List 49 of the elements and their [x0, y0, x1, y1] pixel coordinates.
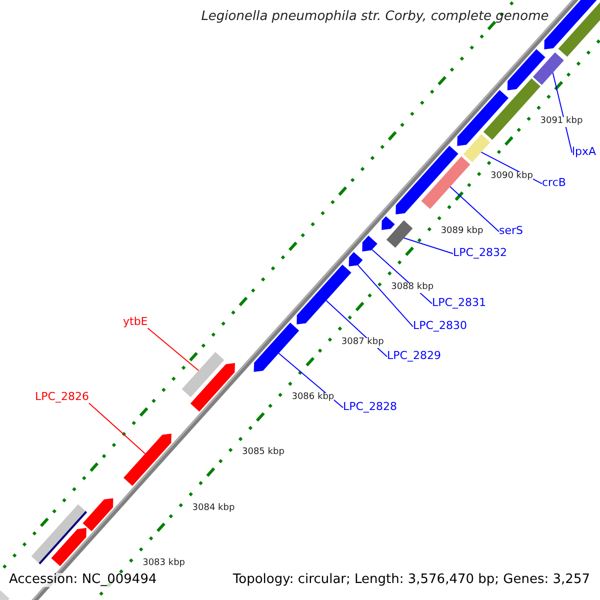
- gene-bar: [421, 156, 470, 209]
- gene-label: LPC_2829: [387, 350, 441, 362]
- genome-info-text: Topology: circular; Length: 3,576,470 bp; Genes: 3,257: [232, 573, 590, 588]
- leader-line: [278, 352, 344, 408]
- leader-line: [450, 186, 500, 232]
- leader-line: [147, 328, 200, 372]
- leader-line: [403, 238, 454, 254]
- scale-label: 3083 kbp: [142, 558, 185, 569]
- gene-feature: [396, 146, 458, 214]
- gene-feature: [362, 236, 378, 252]
- scale-label: 3090 kbp: [490, 172, 533, 182]
- gene-label: LPC_2830: [413, 320, 467, 332]
- gene-bar: [463, 134, 490, 162]
- gene-label: lpxA: [572, 146, 596, 158]
- gene-label: LPC_2831: [432, 297, 486, 310]
- scale-label: 3088 kbp: [391, 282, 434, 293]
- gene-bar: [386, 220, 413, 248]
- gene-feature: [51, 528, 86, 566]
- scale-label: 3089 kbp: [440, 227, 484, 238]
- leader-line: [552, 72, 572, 154]
- scale-label: 3091 kbp: [540, 117, 583, 127]
- gene-bar: [0, 590, 10, 600]
- scale-label: 3086 kbp: [292, 393, 334, 403]
- gene-bar: [532, 52, 564, 85]
- gene-label: serS: [499, 225, 524, 238]
- gene-feature: [82, 498, 114, 532]
- gene-feature: [254, 322, 300, 372]
- gene-bar: [182, 352, 224, 398]
- gene-label: LPC_2828: [343, 401, 397, 414]
- gene-label: LPC_2826: [35, 391, 89, 404]
- gene-feature: [190, 363, 235, 412]
- gene-feature: [124, 434, 172, 486]
- leader-line: [88, 402, 146, 454]
- gene-label: ytbE: [123, 316, 148, 328]
- gene-feature: [296, 264, 352, 324]
- gene-bar: [483, 78, 540, 140]
- gene-feature: [457, 90, 508, 146]
- gene-bar: [558, 0, 600, 57]
- scale-label: 3084 kbp: [192, 504, 235, 514]
- gene-label: LPC_2832: [453, 247, 507, 260]
- gene-feature: [348, 252, 363, 266]
- scale-label: 3087 kbp: [341, 338, 384, 348]
- leader-line: [357, 264, 414, 328]
- gene-label: crcB: [542, 177, 566, 190]
- gene-feature: [507, 49, 546, 90]
- title: Legionella pneumophila str. Corby, complete genome: [201, 9, 549, 24]
- accession-text: Accession: NC_009494: [9, 573, 157, 588]
- gene-feature: [382, 216, 395, 230]
- scale-label: 3085 kbp: [242, 448, 284, 458]
